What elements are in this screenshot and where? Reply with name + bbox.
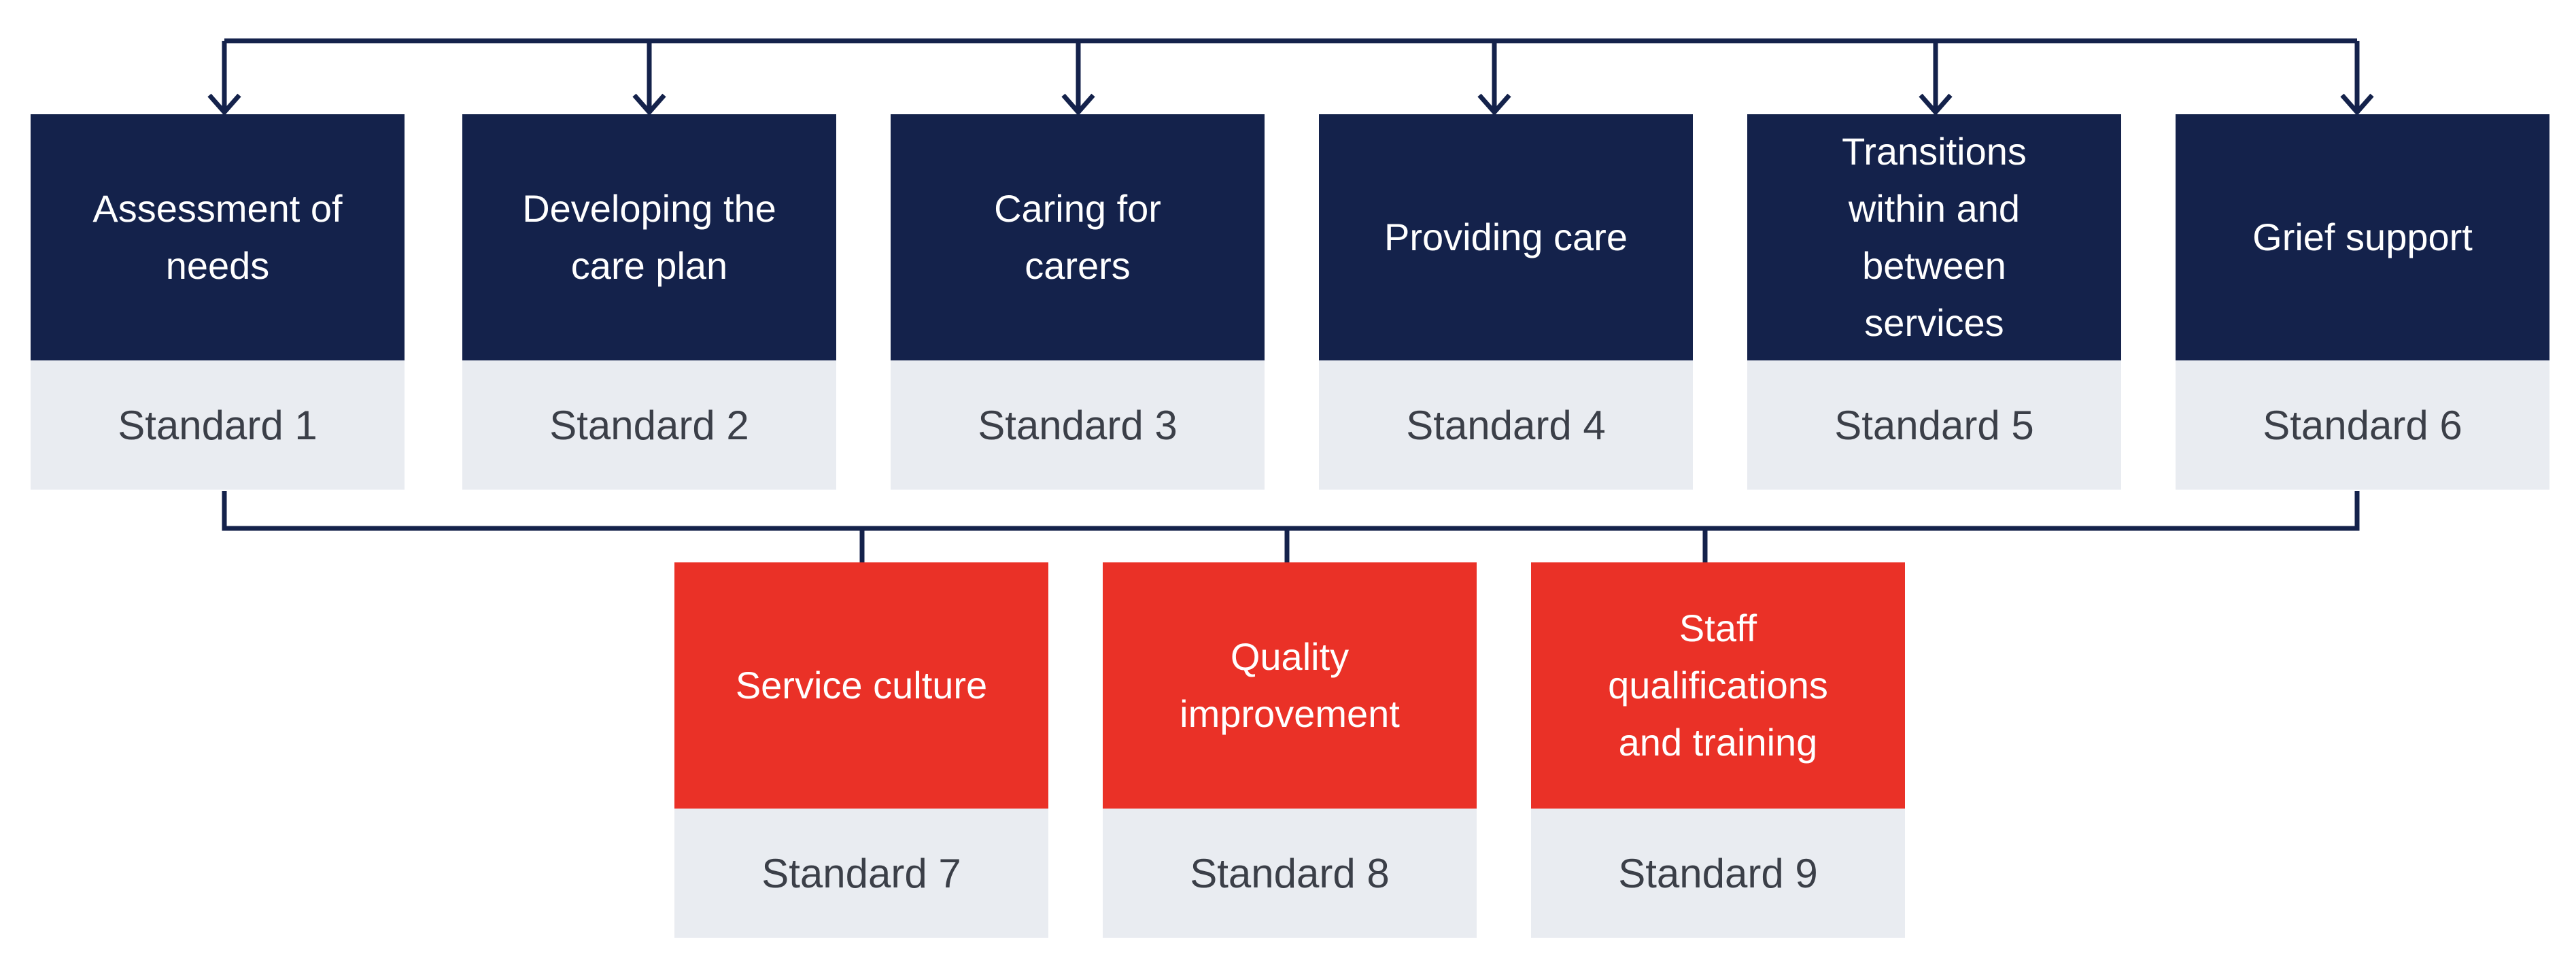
standard-8-label: Standard 8: [1190, 850, 1390, 896]
standard-6-label-box: Standard 6: [2176, 360, 2549, 490]
standard-3-title: Caring for carers: [994, 187, 1161, 287]
standard-7-title: Service culture: [735, 664, 988, 707]
standard-9-title-box: Staff qualifications and training: [1531, 562, 1905, 809]
standard-4-card: Providing care Standard 4: [1319, 114, 1693, 490]
standard-7-label: Standard 7: [761, 850, 961, 896]
standard-6-card: Grief support Standard 6: [2176, 114, 2549, 490]
standard-3-title-box: Caring for carers: [891, 114, 1265, 360]
standard-5-label: Standard 5: [1834, 402, 2034, 448]
standard-1-label-box: Standard 1: [31, 360, 405, 490]
standard-7-title-box: Service culture: [674, 562, 1048, 809]
standard-8-card: Quality improvement Standard 8: [1103, 562, 1477, 938]
arrowhead-standard-5: [1919, 93, 1953, 116]
standard-6-label: Standard 6: [2263, 402, 2462, 448]
arrowhead-standard-4: [1477, 93, 1511, 116]
standard-2-card: Developing the care plan Standard 2: [462, 114, 836, 490]
arrowhead-standard-1: [207, 93, 241, 116]
standard-9-label-box: Standard 9: [1531, 809, 1905, 938]
standard-1-card: Assessment of needs Standard 1: [31, 114, 405, 490]
standard-8-title-box: Quality improvement: [1103, 562, 1477, 809]
standard-5-title: Transitions within and between services: [1842, 130, 2027, 344]
standard-2-label: Standard 2: [549, 402, 749, 448]
lower-bus-line: [222, 491, 2360, 531]
standard-4-label: Standard 4: [1406, 402, 1606, 448]
lower-bus: [222, 491, 2360, 562]
standard-5-title-box: Transitions within and between services: [1747, 114, 2121, 360]
standard-7-card: Service culture Standard 7: [674, 562, 1048, 938]
standard-3-label-box: Standard 3: [891, 360, 1265, 490]
standard-6-title: Grief support: [2252, 216, 2473, 258]
standard-5-card: Transitions within and between services …: [1747, 114, 2121, 490]
standard-4-title-box: Providing care: [1319, 114, 1693, 360]
standard-1-title-box: Assessment of needs: [31, 114, 405, 360]
standard-9-card: Staff qualifications and training Standa…: [1531, 562, 1905, 938]
standard-1-title: Assessment of needs: [92, 187, 343, 287]
standard-4-label-box: Standard 4: [1319, 360, 1693, 490]
standard-7-label-box: Standard 7: [674, 809, 1048, 938]
standard-9-title: Staff qualifications and training: [1608, 607, 1828, 764]
standard-8-title: Quality improvement: [1180, 635, 1400, 735]
standard-2-label-box: Standard 2: [462, 360, 836, 490]
arrowhead-standard-2: [632, 93, 666, 116]
arrowhead-standard-6: [2340, 93, 2374, 116]
standard-2-title-box: Developing the care plan: [462, 114, 836, 360]
standard-1-label: Standard 1: [118, 402, 317, 448]
standard-3-card: Caring for carers Standard 3: [891, 114, 1265, 490]
arrowhead-standard-3: [1061, 93, 1095, 116]
standard-3-label: Standard 3: [978, 402, 1178, 448]
standard-6-title-box: Grief support: [2176, 114, 2549, 360]
standard-4-title: Providing care: [1384, 216, 1628, 258]
standard-2-title: Developing the care plan: [522, 187, 776, 287]
standard-8-label-box: Standard 8: [1103, 809, 1477, 938]
standard-5-label-box: Standard 5: [1747, 360, 2121, 490]
drop-arrows: [207, 41, 2374, 116]
standard-9-label: Standard 9: [1618, 850, 1818, 896]
